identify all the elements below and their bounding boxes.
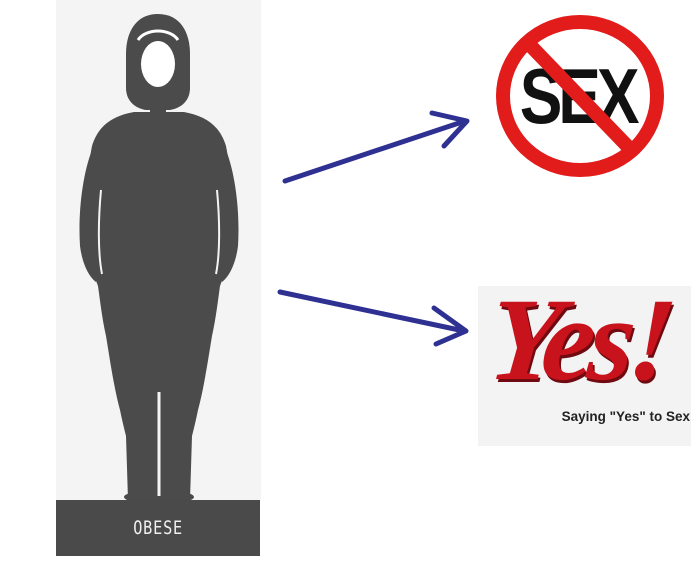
arrow-to-yes — [280, 292, 466, 344]
prohibition-slash — [495, 14, 665, 179]
arrow-to-no-sex — [285, 113, 467, 181]
yes-logo: Yes! — [490, 283, 691, 399]
yes-word: Yes! — [484, 281, 676, 399]
yes-caption: Saying "Yes" to Sex — [562, 409, 691, 424]
yes-caption-row: Saying "Yes" to Sex — [478, 406, 691, 426]
